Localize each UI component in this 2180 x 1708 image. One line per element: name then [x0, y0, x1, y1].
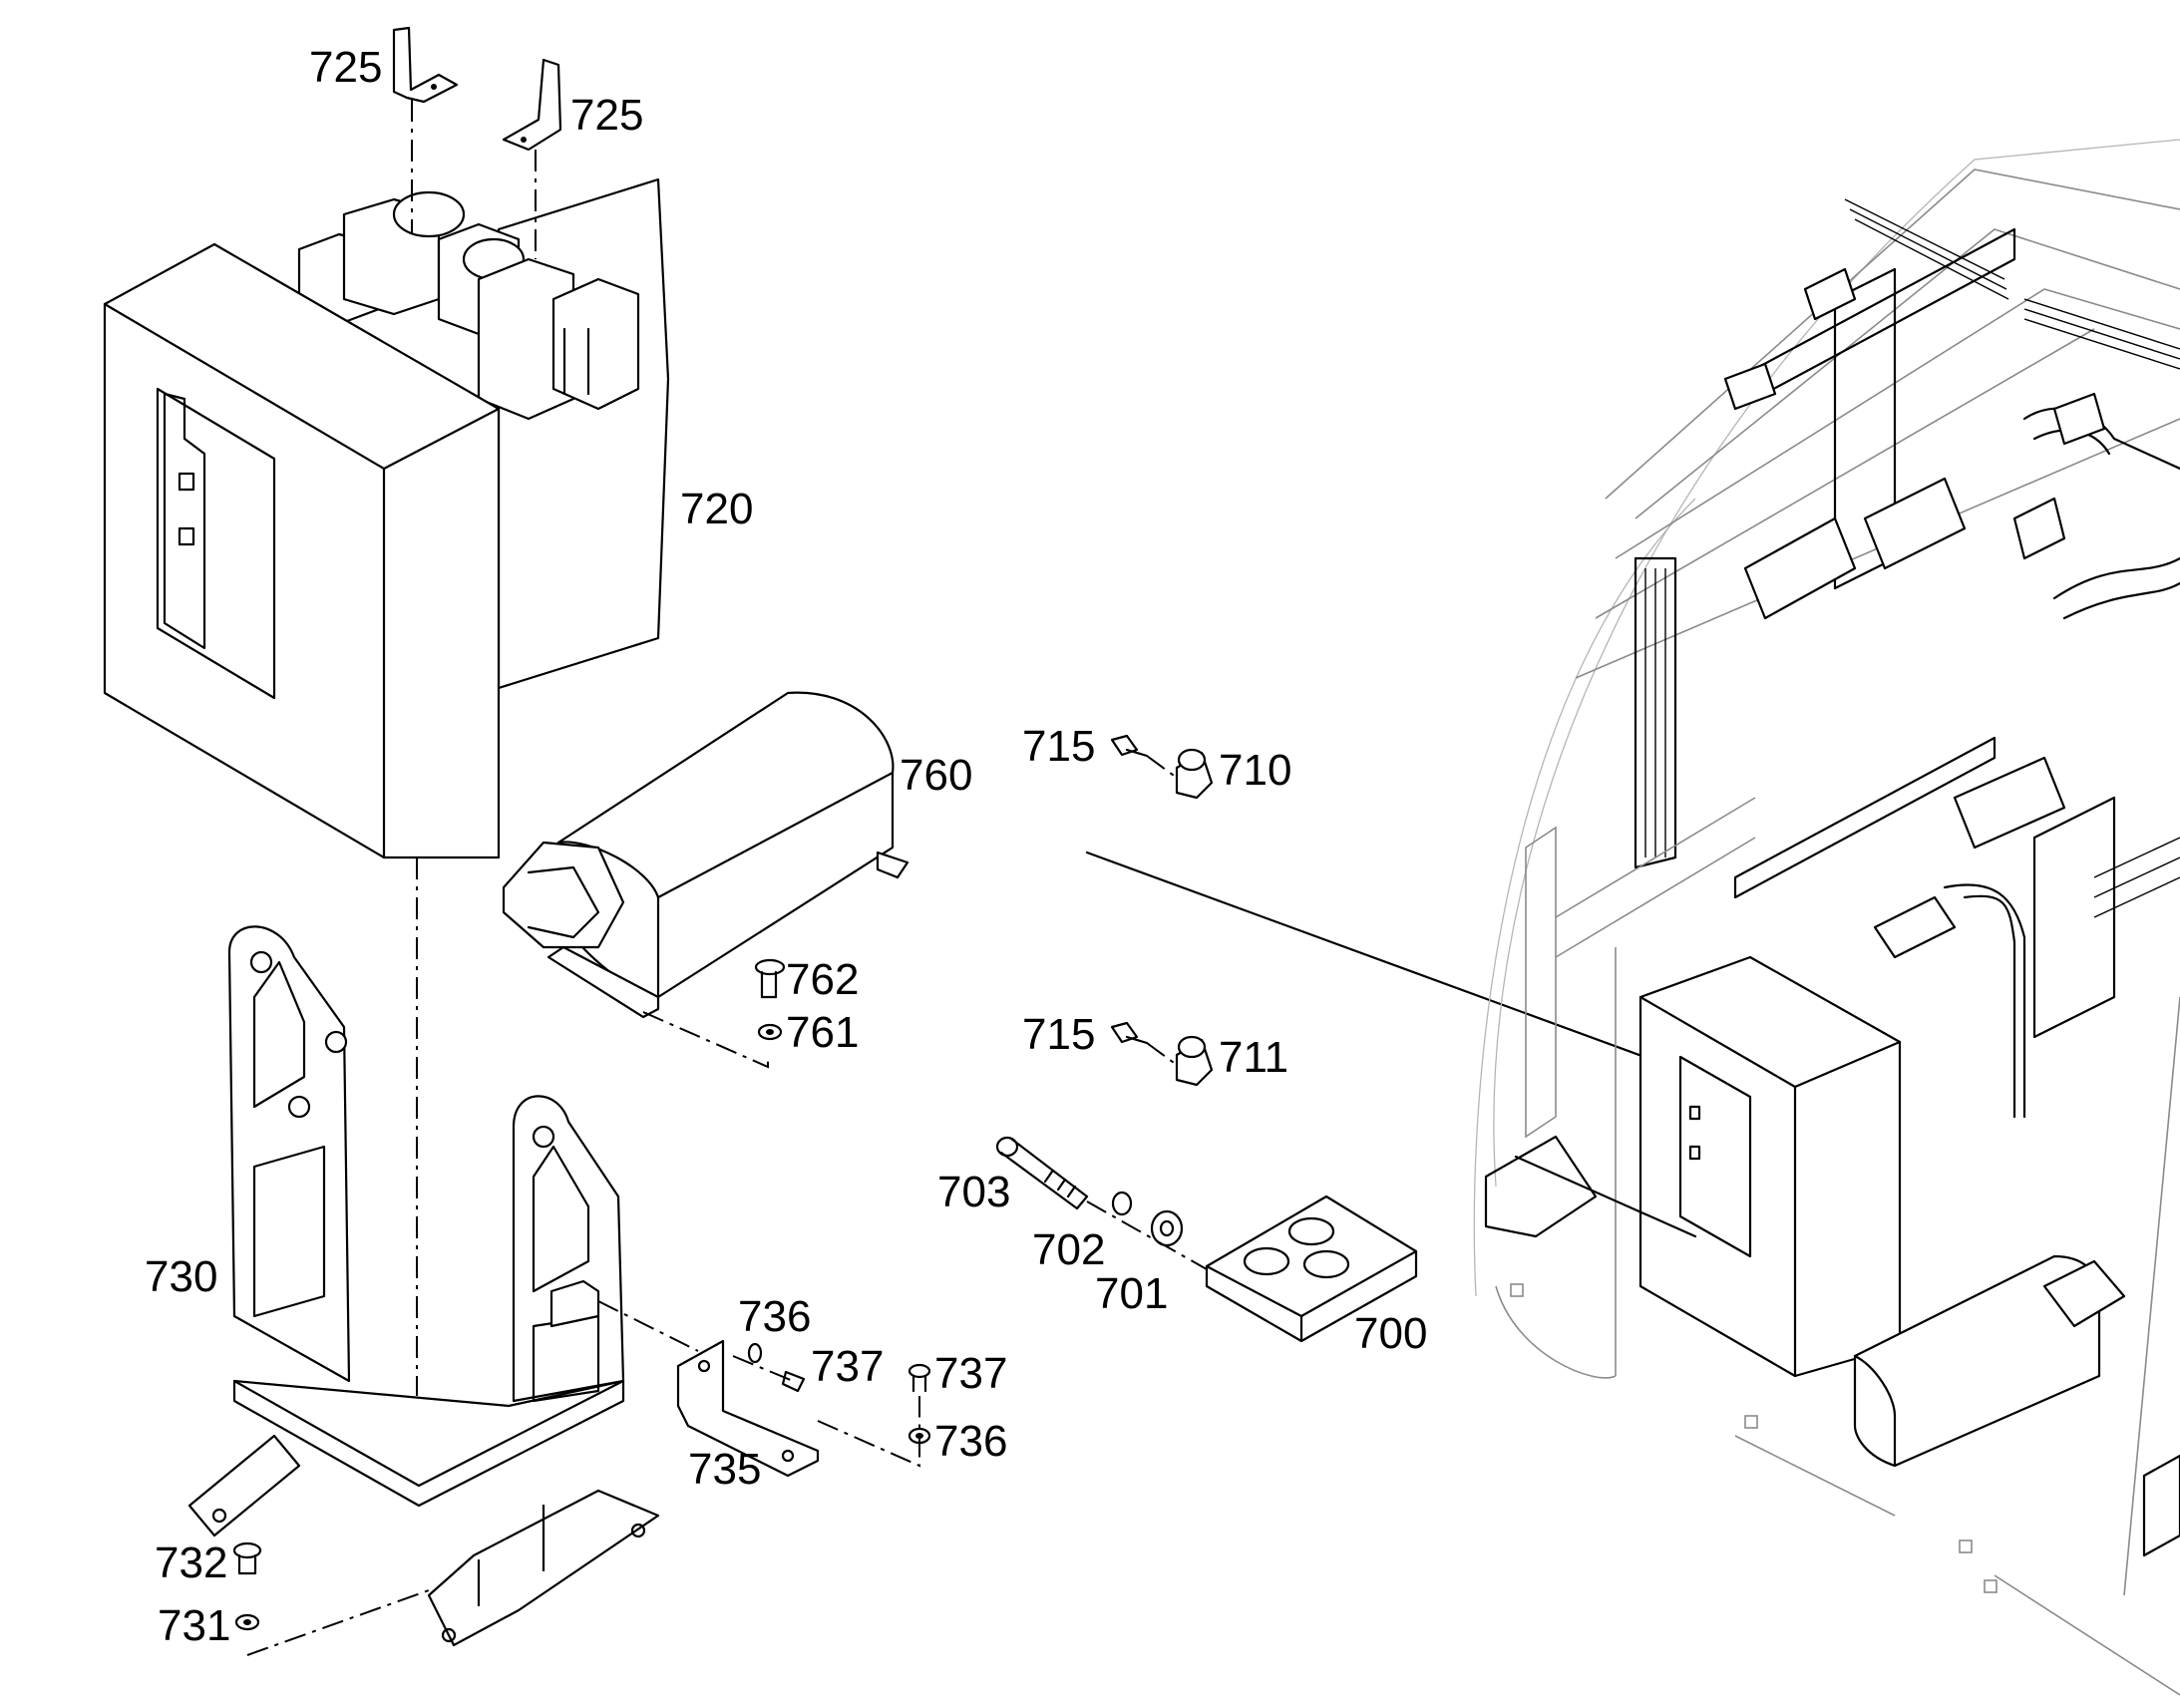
part-715-screw-a — [1110, 734, 1149, 758]
part-762-screw — [754, 958, 786, 999]
part-725-bracket-right — [502, 58, 562, 152]
label-730: 730 — [145, 1252, 217, 1301]
label-760: 760 — [900, 751, 972, 800]
leader-line-731 — [246, 1589, 430, 1656]
label-762: 762 — [786, 955, 859, 1004]
part-725-bracket-left — [392, 26, 459, 104]
leader-line-760 — [642, 1011, 769, 1069]
part-710-clamp — [1175, 748, 1214, 800]
label-720: 720 — [680, 485, 753, 533]
part-730-support-frame — [187, 925, 660, 1647]
label-711: 711 — [1219, 1033, 1288, 1082]
part-737-screw-a — [781, 1370, 806, 1393]
label-736-upper: 736 — [738, 1292, 811, 1341]
label-702: 702 — [1032, 1225, 1105, 1274]
part-702-washer — [1111, 1191, 1133, 1216]
part-736-washer-a — [747, 1342, 763, 1364]
label-701: 701 — [1095, 1269, 1168, 1318]
label-737-right: 737 — [934, 1349, 1007, 1398]
label-710: 710 — [1219, 746, 1291, 795]
label-735: 735 — [688, 1445, 761, 1494]
part-737-screw-b — [908, 1363, 931, 1393]
leader-line-710 — [1146, 755, 1178, 779]
part-732-bolt — [232, 1541, 262, 1575]
label-703: 703 — [937, 1168, 1010, 1216]
label-732: 732 — [155, 1538, 227, 1587]
leader-line-730-735 — [597, 1300, 699, 1352]
leader-line-735-737 — [732, 1355, 794, 1382]
part-731-washer — [234, 1613, 260, 1631]
label-725-left: 725 — [309, 43, 382, 92]
leader-arrow-to-assembly — [1085, 851, 1687, 1074]
label-737-left: 737 — [811, 1342, 884, 1391]
label-761: 761 — [786, 1008, 859, 1057]
part-700-insulating-block — [1205, 1195, 1418, 1343]
leader-line-736b — [817, 1396, 920, 1468]
part-735-bracket — [676, 1339, 820, 1478]
part-701-washer — [1150, 1209, 1184, 1247]
part-703-bolt — [995, 1136, 1089, 1210]
label-736-lower: 736 — [934, 1417, 1007, 1466]
context-assembly — [1473, 139, 2180, 1696]
part-720-transformer-box — [103, 177, 670, 859]
label-725-right: 725 — [570, 91, 643, 140]
leader-line-711 — [1146, 1042, 1178, 1066]
label-731: 731 — [158, 1601, 230, 1650]
label-700: 700 — [1354, 1309, 1427, 1358]
part-715-screw-b — [1110, 1021, 1149, 1045]
label-715-upper: 715 — [1022, 722, 1095, 771]
part-711-clamp — [1175, 1035, 1214, 1087]
part-760-reactor — [502, 691, 909, 1019]
leader-line-703 — [1086, 1200, 1238, 1287]
label-715-lower: 715 — [1022, 1010, 1095, 1059]
part-761-washer — [757, 1023, 783, 1041]
